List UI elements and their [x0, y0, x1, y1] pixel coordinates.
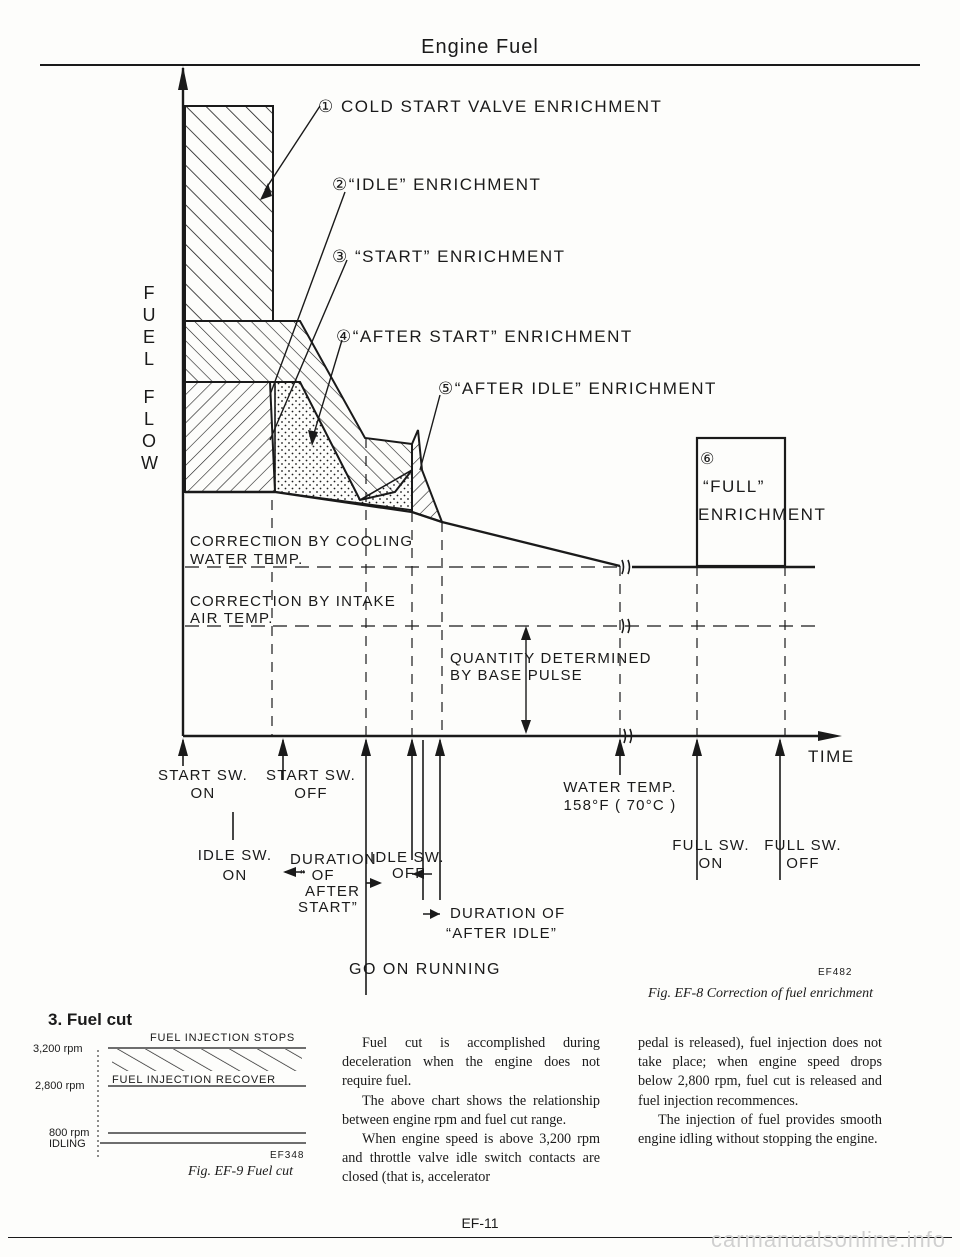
page-header-title: Engine Fuel	[421, 36, 539, 58]
rpm-3200: 3,200 rpm	[33, 1043, 83, 1055]
x-axis-arrow	[818, 731, 842, 741]
label-duration-after-start: DURATION	[290, 851, 377, 868]
label-correction-intake-2: AIR TEMP.	[190, 610, 274, 627]
label-idle-sw-on-2: ON	[222, 867, 248, 884]
y-axis-arrow	[178, 66, 188, 90]
header-rule	[40, 64, 920, 66]
label-start-sw-off: START SW.	[266, 767, 356, 784]
y-axis-letter: O	[141, 431, 156, 451]
label-full-sw-on-2: ON	[698, 855, 724, 872]
label-correction-intake: CORRECTION BY INTAKE	[190, 593, 396, 610]
label-full: “FULL”	[703, 477, 765, 496]
label-cold-start: ① COLD START VALVE ENRICHMENT	[318, 97, 663, 116]
footer-rule	[8, 1237, 952, 1238]
paragraph: The above chart shows the relationship b…	[342, 1092, 600, 1128]
section-heading-fuel-cut: 3. Fuel cut	[48, 1010, 133, 1029]
figure-caption-ef8: Fig. EF-8 Correction of fuel enrichment	[648, 986, 873, 1001]
enrichment-diagram	[178, 66, 842, 995]
label-duration-after-start-3: AFTER	[305, 883, 361, 900]
figure-code-ef482: EF482	[818, 967, 853, 978]
text-column-middle: Fuel cut is accomplished during decelera…	[342, 1034, 600, 1188]
label-idle-sw-off-2: OFF	[392, 865, 426, 882]
rpm-800: 800 rpm	[49, 1127, 90, 1139]
paragraph: Fuel cut is accomplished during decelera…	[342, 1035, 600, 1090]
label-duration-after-idle: DURATION OF	[450, 905, 566, 922]
label-full-num: ⑥	[700, 451, 716, 468]
label-duration-after-idle-2: “AFTER IDLE”	[446, 925, 558, 942]
label-full-sw-off: FULL SW.	[764, 837, 842, 854]
label-start-sw-on: START SW.	[158, 767, 248, 784]
full-enrichment-box	[695, 436, 787, 568]
label-start: ③ “START” ENRICHMENT	[332, 247, 566, 266]
label-start-sw-off-2: OFF	[294, 785, 328, 802]
figure-code-ef348: EF348	[270, 1150, 305, 1161]
label-correction-cooling-2: WATER TEMP.	[190, 551, 304, 568]
label-water-temp-2: 158°F ( 70°C )	[563, 797, 677, 814]
paragraph: The injection of fuel provides smooth en…	[638, 1111, 882, 1148]
x-axis-label: TIME	[808, 747, 855, 766]
y-axis-letter: W	[141, 453, 158, 473]
y-axis-label: F U E L F L O W	[141, 283, 158, 476]
figure-caption-ef9: Fig. EF-9 Fuel cut	[188, 1164, 293, 1179]
rpm-2800: 2,800 rpm	[35, 1080, 85, 1092]
fuel-injection-stops: FUEL INJECTION STOPS	[150, 1032, 295, 1044]
label-water-temp: WATER TEMP.	[563, 779, 677, 796]
label-after-idle: ⑤“AFTER IDLE” ENRICHMENT	[438, 379, 717, 398]
y-axis-gap	[141, 372, 157, 388]
y-axis-letter: L	[143, 349, 154, 369]
y-axis-letter: U	[142, 305, 156, 325]
label-idle-sw-on: IDLE SW.	[197, 847, 273, 864]
fuel-injection-recover: FUEL INJECTION RECOVER	[112, 1074, 276, 1086]
page-number: EF-11	[461, 1215, 499, 1231]
label-correction-cooling: CORRECTION BY COOLING	[190, 533, 414, 550]
fuel-cut-diagram	[97, 1047, 306, 1160]
text-column-right: pedal is released), fuel injection does …	[638, 1034, 882, 1149]
label-duration-after-start-4: START”	[298, 899, 358, 916]
idling-label: IDLING	[49, 1138, 86, 1150]
watermark: carmanualsonline.info	[710, 1227, 946, 1252]
idle-region	[184, 381, 277, 493]
label-idle-sw-off: IDLE SW.	[370, 849, 445, 866]
cold-start-region	[184, 105, 274, 322]
label-base-pulse: QUANTITY DETERMINED	[450, 650, 652, 667]
paragraph: pedal is released), fuel injection does …	[638, 1035, 882, 1109]
label-after-start: ④“AFTER START” ENRICHMENT	[336, 327, 633, 346]
paragraph: When engine speed is above 3,200 rpm and…	[342, 1131, 600, 1186]
label-full-sw-on: FULL SW.	[672, 837, 750, 854]
label-base-pulse-2: BY BASE PULSE	[450, 667, 583, 684]
label-duration-after-start-2: “ OF	[300, 867, 335, 884]
label-full-enrichment: ENRICHMENT	[698, 505, 827, 524]
y-axis-letter: F	[143, 283, 155, 303]
y-axis-letter: E	[142, 327, 155, 347]
y-axis-letter: L	[143, 409, 154, 429]
label-start-sw-on-2: ON	[190, 785, 216, 802]
after-idle-region	[411, 429, 444, 524]
y-axis-letter: F	[143, 387, 155, 407]
label-full-sw-off-2: OFF	[786, 855, 820, 872]
label-idle: ②“IDLE” ENRICHMENT	[332, 175, 542, 194]
label-go-on-running: GO ON RUNNING	[349, 961, 501, 978]
